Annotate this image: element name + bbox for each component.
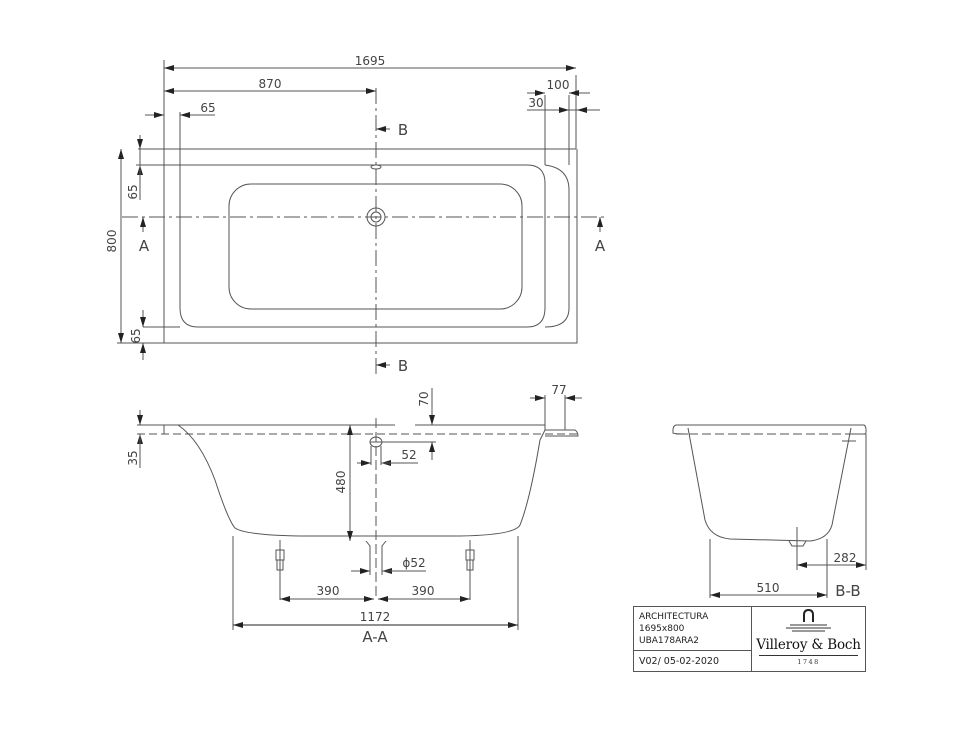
dim-overall-length: 1695: [355, 54, 386, 68]
article-number: UBA178ARA2: [639, 636, 700, 646]
dim-base-length: 1172: [360, 610, 391, 624]
section-a-title: A-A: [362, 628, 388, 646]
faucet-logo-icon: [786, 608, 831, 632]
dim-top-rim-offset: 65: [126, 184, 140, 199]
section-a-marker-right: A: [595, 237, 606, 255]
dim-base-width: 510: [757, 581, 780, 595]
title-block: ARCHITECTURA 1695x800 UBA178ARA2 V02/ 05…: [633, 606, 866, 672]
section-a-labels: 77 35 480 70 52 ϕ52 390 390 1172 A-A: [126, 383, 567, 646]
dim-foot-spacing-right: 390: [412, 584, 435, 598]
dim-drain-offset: 282: [834, 551, 857, 565]
dim-waste-diameter: ϕ52: [402, 556, 425, 570]
dim-drain-position: 870: [259, 77, 282, 91]
dim-depth: 480: [334, 471, 348, 494]
dim-overflow-diameter: 52: [401, 448, 416, 462]
top-view: [117, 60, 605, 375]
section-b-marker-bottom: B: [398, 357, 408, 375]
brand-year: 1748: [797, 658, 820, 666]
dim-overflow-height: 70: [417, 391, 431, 406]
section-b-marker-top: B: [398, 121, 408, 139]
dim-bottom-rim-offset: 65: [129, 328, 143, 343]
version-date: V02/ 05-02-2020: [634, 650, 751, 671]
dim-right-overhang: 100: [547, 78, 570, 92]
dim-lip-width: 77: [551, 383, 566, 397]
brand-name: Villeroy & Boch: [756, 637, 861, 653]
dim-width: 800: [105, 230, 119, 253]
model-size: 1695x800: [639, 624, 685, 634]
dim-right-step: 30: [528, 96, 543, 110]
model-name: ARCHITECTURA: [639, 612, 709, 622]
section-a-view: [137, 388, 582, 630]
title-block-info: ARCHITECTURA 1695x800 UBA178ARA2 V02/ 05…: [634, 607, 752, 671]
section-a-marker-left: A: [139, 237, 150, 255]
dim-left-rim-offset: 65: [200, 101, 215, 115]
section-b-title: B-B: [835, 582, 860, 600]
dim-rim-thickness: 35: [126, 450, 140, 465]
brand-underline: [759, 655, 858, 656]
top-view-labels: 1695 870 65 100 30 800 65 65 A A B B: [105, 54, 606, 375]
section-b-labels: 282 510 B-B: [757, 551, 861, 600]
section-b-view: [672, 424, 867, 598]
dim-foot-spacing-left: 390: [317, 584, 340, 598]
brand-logo: Villeroy & Boch 1748: [752, 607, 865, 671]
